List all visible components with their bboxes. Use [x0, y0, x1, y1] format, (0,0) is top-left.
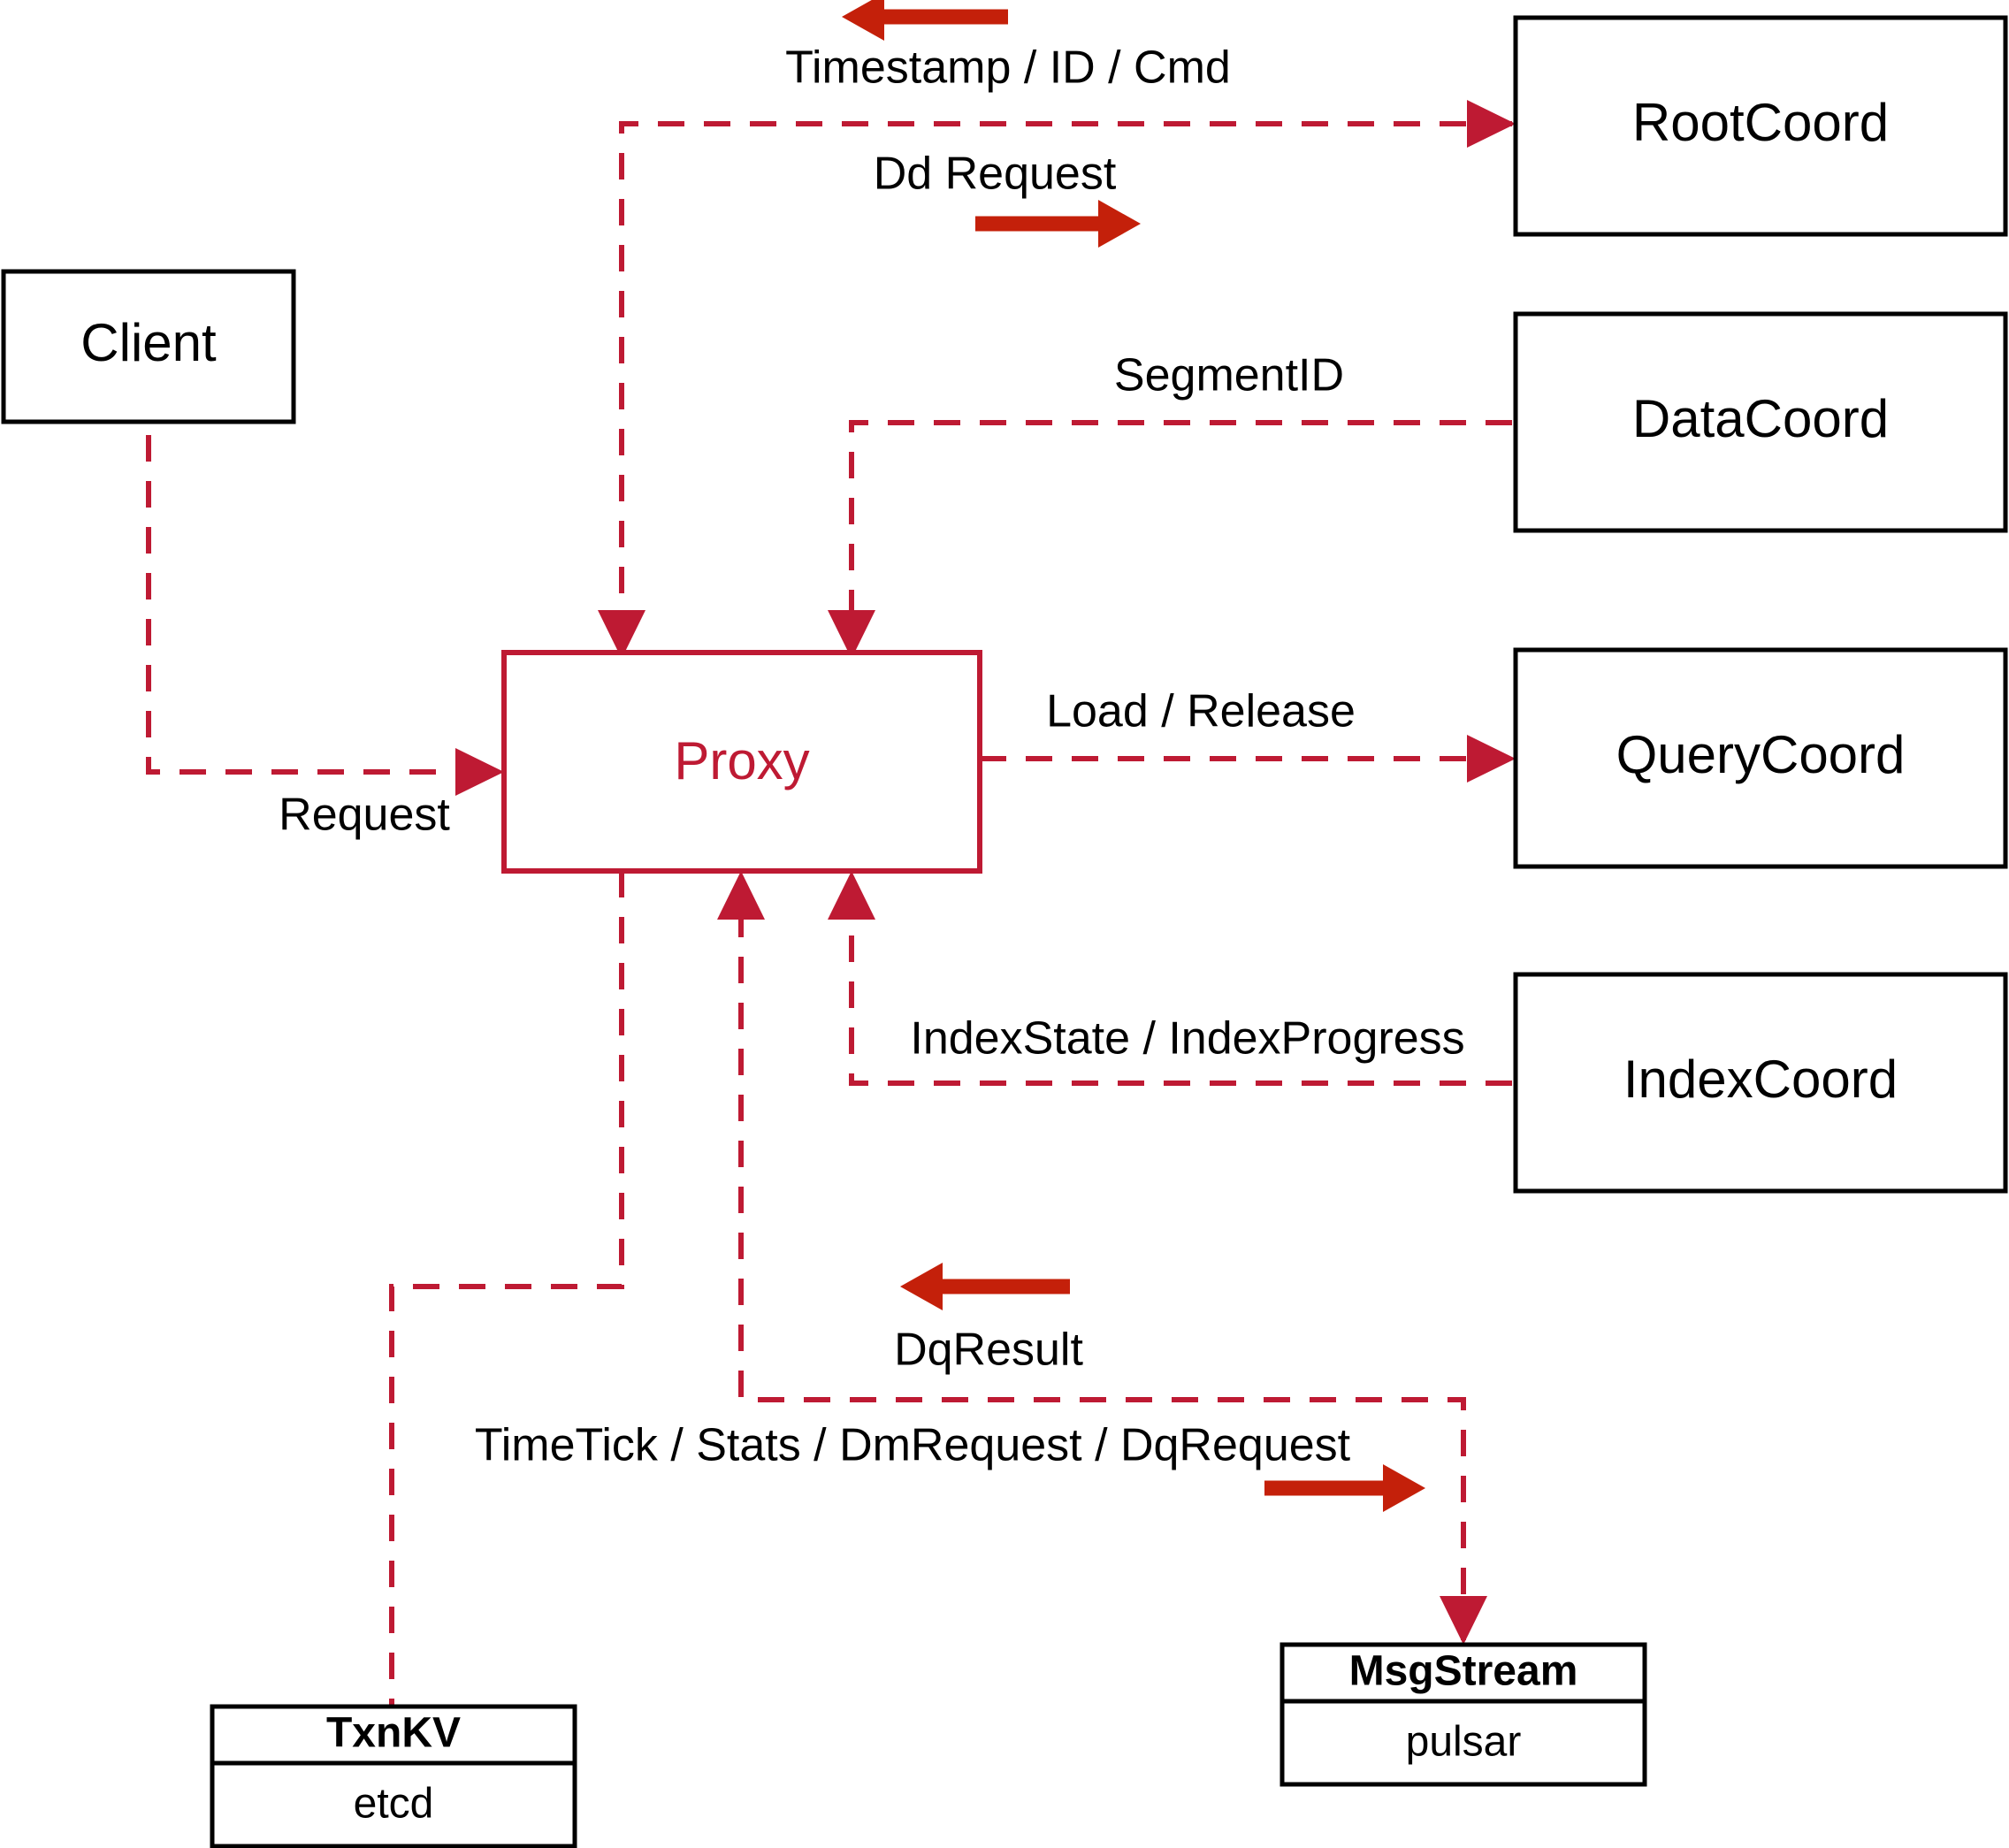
edge-segment-id: [828, 420, 1512, 659]
node-datacoord[interactable]: DataCoord: [1513, 311, 2008, 533]
node-rootcoord-label: RootCoord: [1632, 93, 1889, 152]
edge-request: [146, 389, 504, 796]
edge-index-state-progress: [828, 871, 1512, 1086]
node-rootcoord-box[interactable]: [1513, 15, 2008, 237]
node-msgstream[interactable]: MsgStream pulsar: [1279, 1642, 1647, 1787]
node-msgstream-impl: pulsar: [1406, 1719, 1522, 1766]
node-client-label: Client: [80, 313, 217, 372]
arrowhead-into-proxy-top-left: [598, 610, 645, 659]
edge-label-index-state-progress: IndexState / IndexProgress: [910, 1013, 1464, 1065]
node-txnkv[interactable]: TxnKV etcd: [210, 1704, 577, 1848]
edge-dd-request-head: [1467, 100, 1516, 148]
node-querycoord[interactable]: QueryCoord: [1513, 647, 2008, 869]
edge-label-load-release: Load / Release: [1046, 686, 1356, 737]
edge-path-txnkv: [389, 871, 624, 1707]
arrowhead-into-proxy-left: [455, 748, 504, 796]
edge-path-segment-id: [849, 420, 1512, 628]
edge-load-release: [980, 735, 1516, 783]
direction-arrow-head: [900, 1263, 943, 1310]
node-client-box[interactable]: [1, 269, 296, 424]
edge-label-timestamp-id-cmd: Timestamp / ID / Cmd: [785, 42, 1231, 94]
node-querycoord-label: QueryCoord: [1616, 725, 1906, 784]
edge-label-timetick-stats-dm-dq: TimeTick / Stats / DmRequest / DqRequest: [475, 1420, 1351, 1471]
edge-timetick-stats-head: [1440, 1596, 1487, 1645]
arrowhead-into-proxy-bottom-right: [828, 871, 875, 920]
node-txnkv-box[interactable]: [210, 1704, 577, 1848]
arrowhead-into-rootcoord: [1467, 100, 1516, 148]
node-indexcoord-label: IndexCoord: [1623, 1050, 1898, 1109]
node-proxy[interactable]: Proxy: [501, 650, 982, 874]
edge-label-dq-result: DqResult: [894, 1325, 1083, 1376]
arrowhead-into-msgstream: [1440, 1596, 1487, 1645]
direction-arrow-head: [1098, 200, 1141, 248]
edge-label-request: Request: [279, 790, 450, 841]
edge-path-request: [146, 389, 469, 775]
direction-arrow-timestamp-left: [842, 0, 1008, 41]
node-msgstream-title: MsgStream: [1349, 1648, 1578, 1695]
edge-dq-result: [717, 871, 1466, 1640]
direction-arrow-timetick-right: [1264, 1464, 1425, 1512]
edge-label-dd-request: Dd Request: [874, 149, 1117, 200]
node-txnkv-impl: etcd: [354, 1781, 434, 1828]
node-client[interactable]: Client: [1, 269, 296, 424]
node-proxy-box[interactable]: [501, 650, 982, 874]
node-datacoord-box[interactable]: [1513, 311, 2008, 533]
arrowhead-into-proxy-top-right: [828, 610, 875, 659]
edge-path-timestamp-id-cmd: [619, 121, 1512, 628]
node-txnkv-title: TxnKV: [326, 1710, 461, 1757]
edge-label-segment-id: SegmentID: [1114, 350, 1344, 401]
edge-path-index-state-progress: [849, 906, 1512, 1086]
arrowhead-into-proxy-bottom-center: [717, 871, 765, 920]
direction-arrow-head: [842, 0, 884, 41]
edge-path-dq-result: [738, 906, 1466, 1640]
direction-arrow-head: [1383, 1464, 1425, 1512]
direction-arrow-dq-result-left: [900, 1263, 1070, 1310]
node-datacoord-label: DataCoord: [1632, 389, 1889, 448]
node-querycoord-box[interactable]: [1513, 647, 2008, 869]
node-rootcoord[interactable]: RootCoord: [1513, 15, 2008, 237]
node-msgstream-box[interactable]: [1279, 1642, 1647, 1787]
node-indexcoord[interactable]: IndexCoord: [1513, 972, 2008, 1194]
edge-timestamp-id-cmd: [598, 121, 1512, 659]
node-indexcoord-box[interactable]: [1513, 972, 2008, 1194]
arrowhead-into-querycoord: [1467, 735, 1516, 783]
node-proxy-label: Proxy: [674, 731, 809, 790]
edge-txnkv-link: [389, 871, 624, 1707]
direction-arrow-dd-request-right: [975, 200, 1141, 248]
